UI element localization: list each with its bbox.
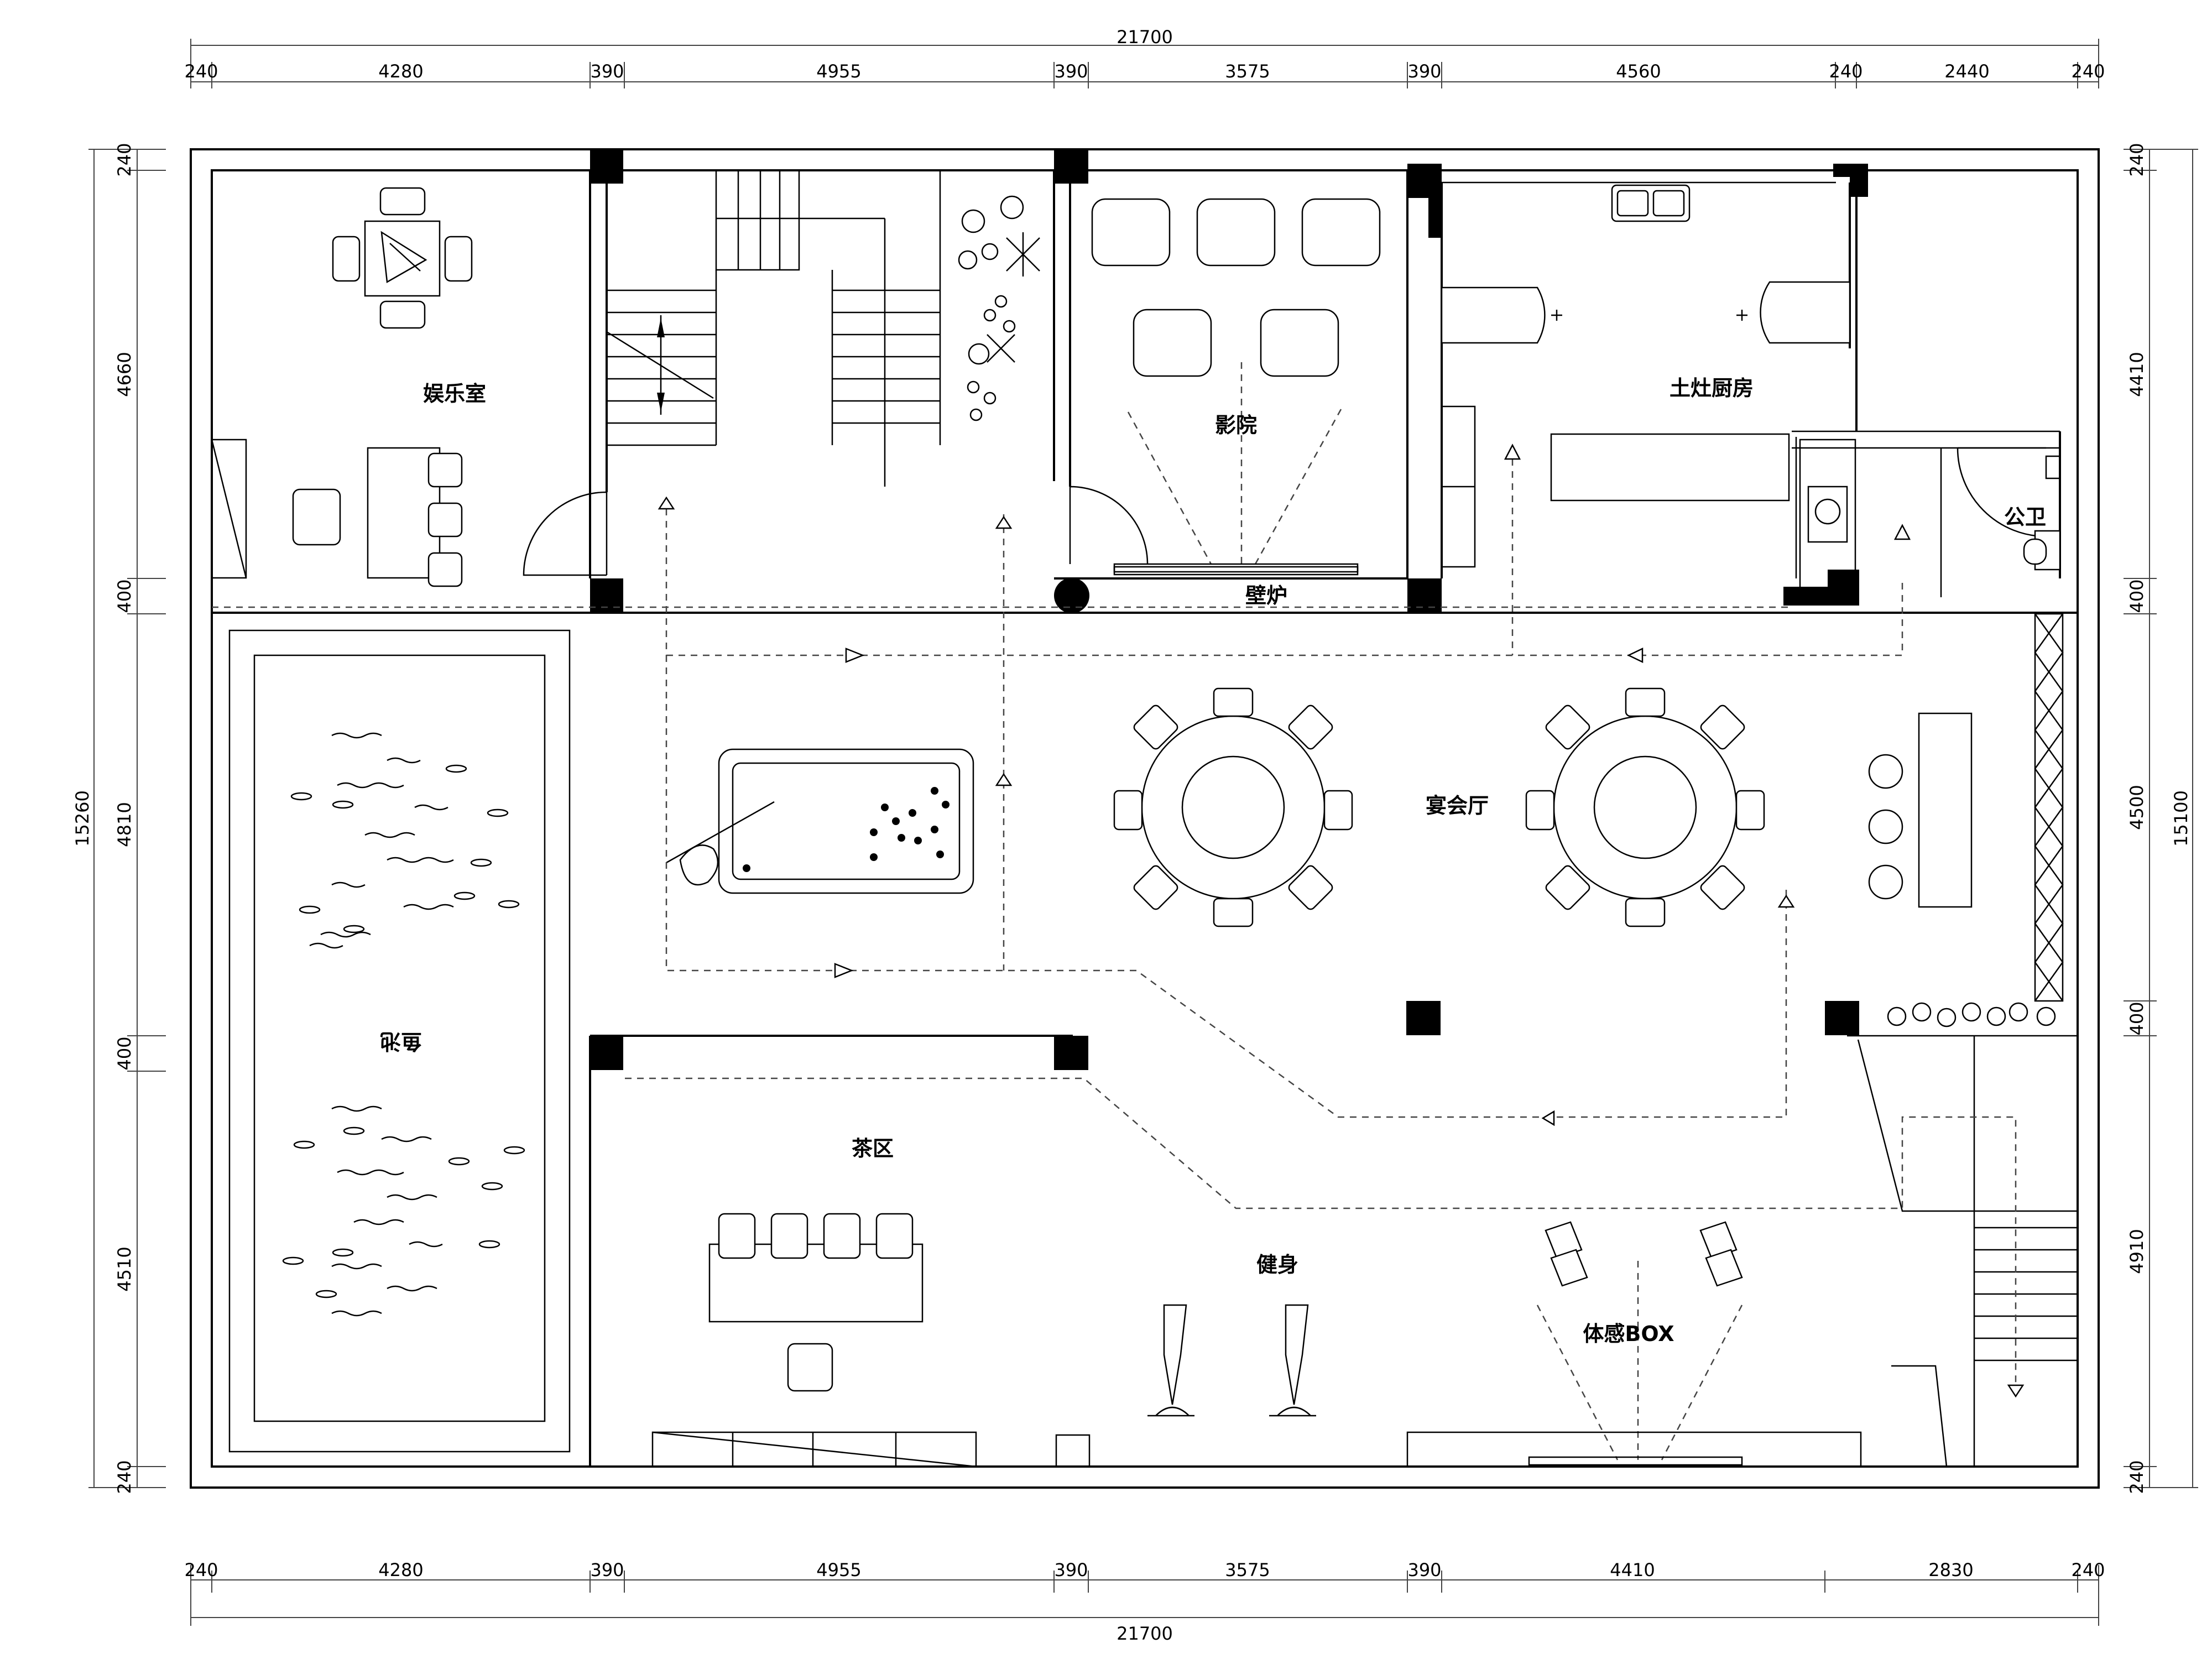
billiards-area bbox=[666, 748, 974, 894]
banquet-hall: 宴会厅 bbox=[1113, 687, 1765, 927]
entertainment-room: 娱乐室 bbox=[211, 187, 486, 587]
doors bbox=[523, 439, 2047, 596]
dim-bottom-6: 3575 bbox=[1225, 1559, 1270, 1580]
dim-top-10: 2440 bbox=[1944, 61, 1989, 82]
dimension-top: 21700 240 4280 390 4955 390 3575 390 456… bbox=[184, 27, 2105, 88]
dim-right-2: 4410 bbox=[2126, 352, 2147, 397]
dim-left-1: 240 bbox=[114, 143, 135, 176]
dim-bottom-total: 21700 bbox=[1117, 1623, 1173, 1644]
room-label-kitchen: 土灶厨房 bbox=[1670, 376, 1754, 400]
dim-top-3: 390 bbox=[590, 61, 624, 82]
motion-box: 体感BOX bbox=[1406, 1221, 1862, 1468]
dim-bottom-8: 4410 bbox=[1610, 1559, 1655, 1580]
room-label-toilet: 公卫 bbox=[2004, 505, 2046, 529]
dim-left-total: 15260 bbox=[72, 790, 93, 847]
dim-top-7: 390 bbox=[1407, 61, 1441, 82]
room-label-tea: 茶区 bbox=[852, 1136, 894, 1161]
dimension-bottom: 240 4280 390 4955 390 3575 390 4410 2830… bbox=[184, 1559, 2105, 1644]
dimension-right: 240 4410 400 4500 400 4910 240 15100 bbox=[2124, 143, 2198, 1494]
fish-pond: 鱼池 bbox=[228, 629, 571, 1453]
room-label-motion-box: 体感BOX bbox=[1583, 1322, 1674, 1346]
dim-top-6: 3575 bbox=[1225, 61, 1270, 82]
room-label-banquet: 宴会厅 bbox=[1426, 794, 1489, 818]
dim-top-1: 240 bbox=[184, 61, 218, 82]
dim-left-4: 4810 bbox=[114, 802, 135, 847]
wc: 公卫 bbox=[1807, 455, 2061, 571]
room-label-fishpond: 鱼池 bbox=[380, 1029, 422, 1053]
dim-right-3: 400 bbox=[2126, 579, 2147, 613]
bar-counter bbox=[1868, 712, 2056, 1027]
staircase bbox=[606, 169, 941, 487]
kitchen: 土灶厨房 bbox=[1441, 184, 1851, 568]
dim-bottom-3: 390 bbox=[590, 1559, 624, 1580]
dim-top-2: 4280 bbox=[378, 61, 423, 82]
dim-left-7: 240 bbox=[114, 1460, 135, 1494]
dim-left-3: 400 bbox=[114, 579, 135, 613]
structural-columns bbox=[590, 149, 1868, 1070]
dim-left-2: 4660 bbox=[114, 352, 135, 397]
room-label-theater: 影院 bbox=[1215, 413, 1257, 437]
gym: 健身 bbox=[1147, 1253, 1316, 1417]
garden-plants bbox=[958, 195, 1040, 421]
walls bbox=[190, 148, 2100, 1489]
room-label-entertainment: 娱乐室 bbox=[423, 382, 486, 406]
dim-left-5: 400 bbox=[114, 1036, 135, 1070]
dim-bottom-7: 390 bbox=[1407, 1559, 1441, 1580]
dim-bottom-2: 4280 bbox=[378, 1559, 423, 1580]
dim-bottom-5: 390 bbox=[1054, 1559, 1088, 1580]
dim-right-5: 400 bbox=[2126, 1001, 2147, 1035]
dim-bottom-1: 240 bbox=[184, 1559, 218, 1580]
dim-right-total: 15100 bbox=[2171, 790, 2192, 847]
theater: 影院 壁炉 bbox=[1091, 198, 1381, 608]
circulation-paths bbox=[212, 444, 2025, 1398]
dim-right-6: 4910 bbox=[2126, 1229, 2147, 1274]
dimension-left: 15260 240 4660 400 4810 400 4510 240 bbox=[72, 143, 166, 1494]
dim-bottom-10: 240 bbox=[2071, 1559, 2105, 1580]
dim-bottom-4: 4955 bbox=[816, 1559, 861, 1580]
dim-top-8: 4560 bbox=[1616, 61, 1661, 82]
dim-top-9: 240 bbox=[1829, 61, 1863, 82]
dim-right-7: 240 bbox=[2126, 1460, 2147, 1494]
dim-left-6: 4510 bbox=[114, 1246, 135, 1291]
tea-area: 茶区 bbox=[651, 1136, 1091, 1468]
dim-top-5: 390 bbox=[1054, 61, 1088, 82]
room-label-gym: 健身 bbox=[1256, 1253, 1298, 1277]
dim-bottom-9: 2830 bbox=[1928, 1559, 1973, 1580]
dim-top-total: 21700 bbox=[1117, 27, 1173, 48]
dim-right-1: 240 bbox=[2126, 143, 2147, 176]
dim-top-4: 4955 bbox=[816, 61, 861, 82]
dim-top-11: 240 bbox=[2071, 61, 2105, 82]
room-label-fireplace: 壁炉 bbox=[1245, 583, 1287, 608]
dim-right-4: 4500 bbox=[2126, 785, 2147, 830]
